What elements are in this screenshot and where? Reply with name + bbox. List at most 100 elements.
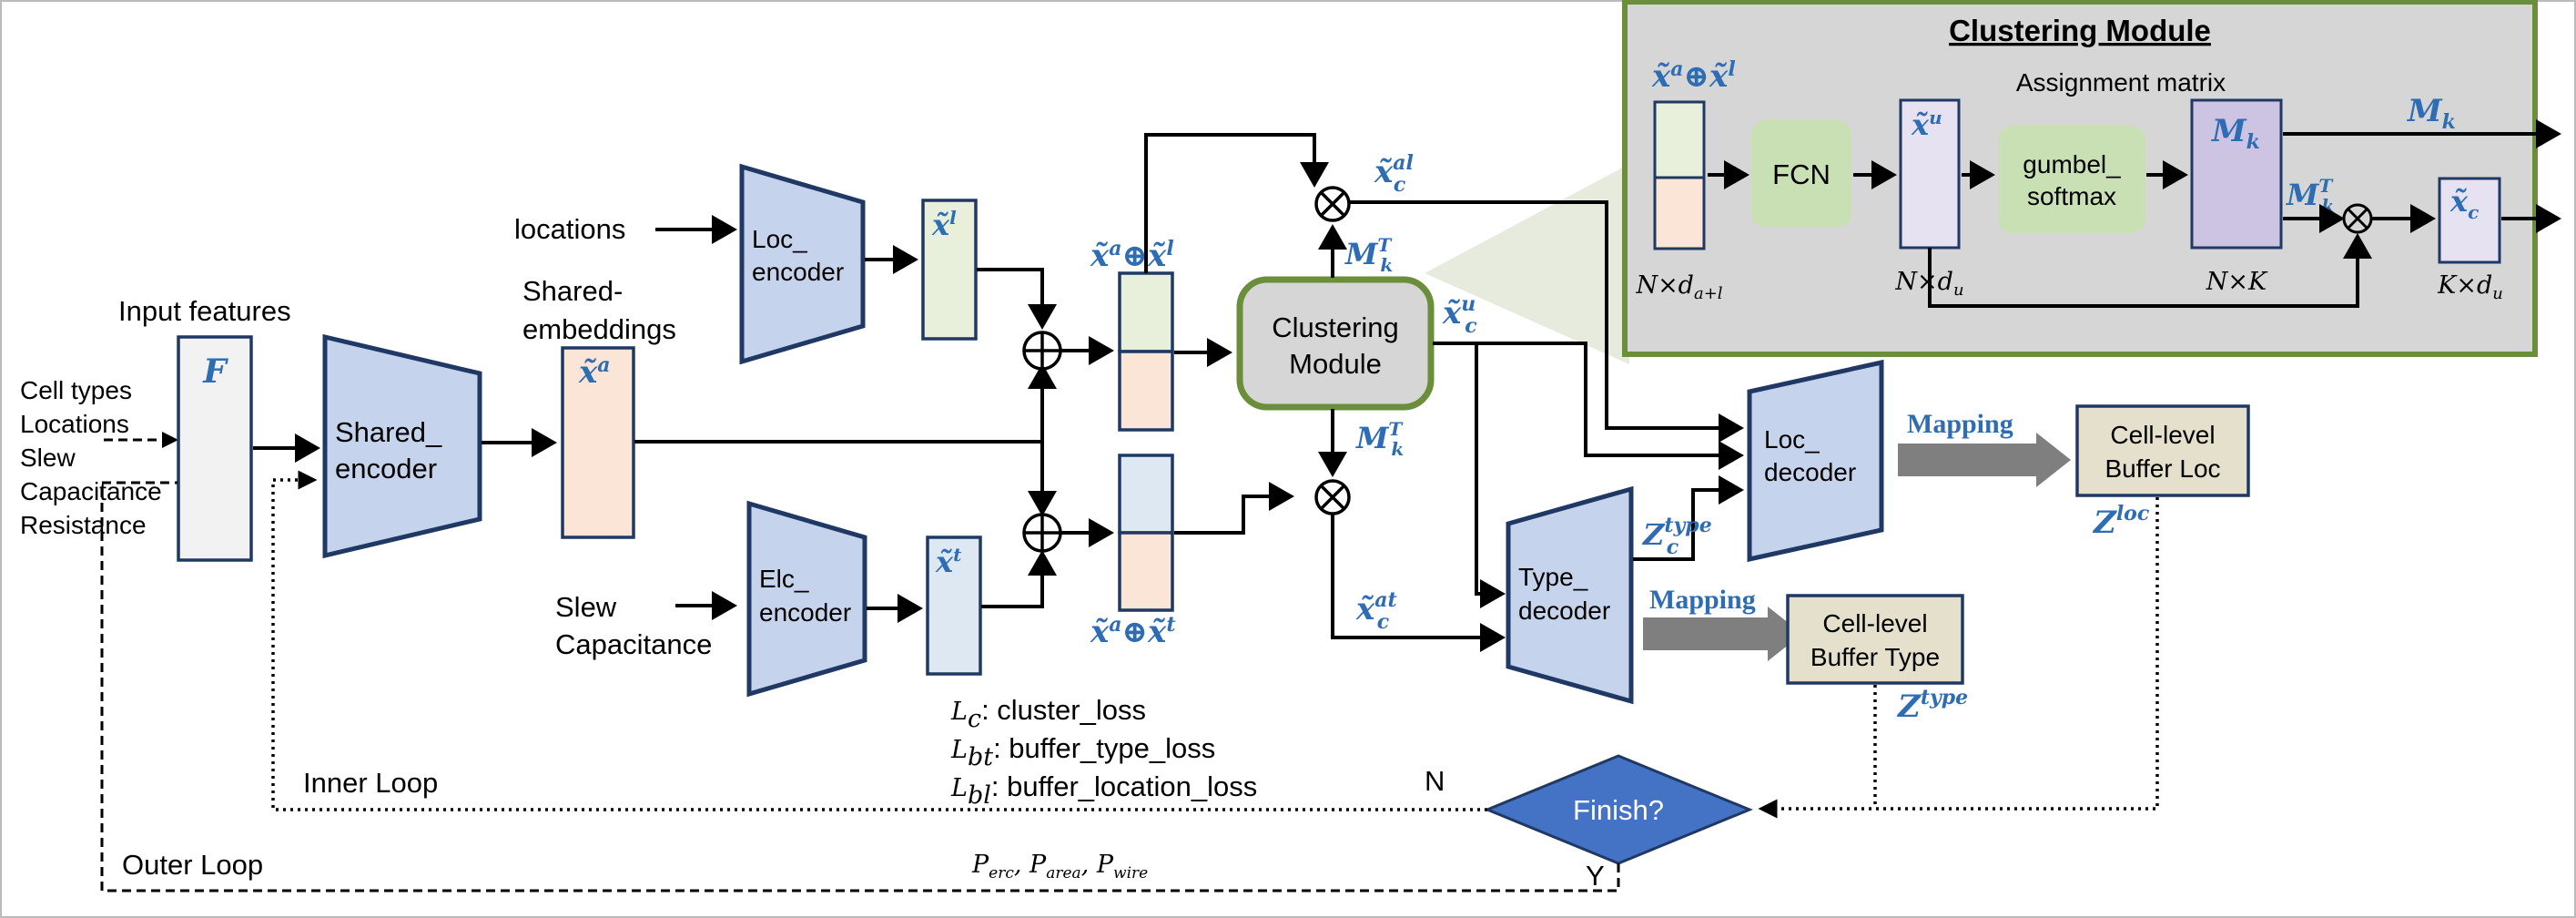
inset-mk-out-symbol: Mk [2407, 93, 2456, 134]
elc-encoder [746, 500, 867, 698]
xa-xt-top [1118, 454, 1174, 535]
F-vector [177, 335, 253, 562]
inset-mk-matrix [2190, 98, 2283, 250]
xa-xl-bottom [1118, 350, 1174, 432]
input-item-locations: Locations [20, 410, 129, 438]
xa-embedding [561, 346, 635, 539]
concat-to-otimes-top [1144, 133, 1329, 273]
inset-xu-to-otimes [1928, 233, 2372, 308]
inset-xc-vector [2438, 177, 2501, 264]
inner-loop-label: Inner Loop [303, 767, 438, 799]
xa-xl-symbol: x̃a⊕x̃l [1090, 237, 1174, 274]
mapping-label-loc: Mapping [1907, 409, 2013, 439]
fcn-box [1751, 120, 1851, 228]
shared-embeddings-label-2: embeddings [522, 313, 676, 345]
shared-encoder-label-2: encoder [335, 453, 437, 484]
xc-at-to-type-decoder [1331, 515, 1506, 652]
loss-cluster: Lc: cluster_loss [950, 694, 1146, 733]
clustering-label-1: Clustering [1272, 311, 1399, 343]
mapping-arrow-type [1643, 607, 1802, 661]
inset-xc-symbol: x̃c [2449, 184, 2479, 223]
xc-u-to-loc-decoder [1433, 342, 1744, 470]
loc-decoder-label-1: Loc_ [1764, 425, 1820, 454]
outer-loop-line [100, 481, 1620, 892]
inner-loop-line [271, 470, 1487, 811]
gumbel-label-2: softmax [2027, 182, 2116, 210]
xt-to-oplus [981, 550, 1057, 608]
inset-input-top [1653, 100, 1706, 179]
buffer-loc-box [2075, 404, 2250, 497]
xl-vector [921, 199, 978, 341]
loc-decoder-label-2: decoder [1764, 458, 1856, 486]
input-item-slew: Slew [20, 444, 76, 472]
clustering-module-inset: Clustering Module Assignment matrix x̃a⊕… [1622, 0, 2561, 357]
input-item-cell-types: Cell types [20, 376, 132, 404]
assignment-matrix-label: Assignment matrix [2016, 68, 2226, 97]
locations-label: locations [514, 213, 625, 245]
xc-u-to-type-decoder [1475, 343, 1506, 608]
otimes-top [1314, 186, 1351, 222]
inset-otimes [2342, 203, 2373, 234]
xa-xt-symbol: x̃a⊕x̃t [1090, 613, 1175, 650]
xa-xl-top [1118, 271, 1174, 353]
shared-encoder [322, 333, 482, 559]
inset-dim-3: N×K [2206, 268, 2268, 296]
type-decoder [1506, 485, 1634, 705]
clustering-label-2: Module [1289, 348, 1382, 380]
xt-vector [926, 536, 982, 676]
zoom-projection [1425, 164, 1629, 364]
elc-encoder-label-2: encoder [759, 598, 851, 627]
inset-input-bottom [1653, 176, 1706, 250]
buffer-type-label-1: Cell-level [1822, 609, 1927, 638]
inset-title: Clustering Module [1949, 14, 2211, 47]
F-symbol: F [202, 352, 228, 391]
buffer-type-box [1786, 594, 1964, 685]
Z-loc-symbol: Zloc [2092, 502, 2150, 541]
zloc-to-finish [1758, 497, 2159, 819]
outer-loop-label: Outer Loop [122, 849, 263, 881]
input-item-capacitance: Capacitance [20, 477, 162, 505]
type-decoder-label-1: Type_ [1518, 563, 1588, 591]
loss-buffer-location: Lbl: buffer_location_loss [950, 770, 1257, 810]
type-decoder-label-2: decoder [1518, 597, 1610, 625]
mapping-arrow-loc [1898, 433, 2071, 487]
inset-xa-xl-symbol: x̃a⊕x̃l [1651, 57, 1736, 95]
finish-label: Finish? [1573, 794, 1664, 826]
n-label: N [1425, 765, 1445, 797]
shared-embeddings-label-1: Shared- [522, 275, 623, 307]
gumbel-label-1: gumbel_ [2023, 150, 2121, 178]
clustering-module [1236, 276, 1435, 411]
input-item-resistance: Resistance [20, 511, 147, 539]
buffer-type-label-2: Buffer Type [1810, 643, 1940, 671]
shared-encoder-label-1: Shared_ [335, 416, 442, 448]
oplus-bottom [1022, 513, 1062, 553]
capacitance-label: Capacitance [555, 628, 712, 660]
mapping-label-type: Mapping [1649, 585, 1756, 615]
oplus-top [1022, 331, 1062, 371]
slew-label: Slew [555, 591, 617, 623]
y-label: Y [1586, 860, 1605, 892]
elc-encoder-label-1: Elc_ [759, 565, 809, 593]
concat-to-otimes-bottom [1174, 482, 1294, 535]
input-features-title: Input features [118, 295, 291, 327]
loc-encoder [739, 163, 866, 365]
buffer-loc-label-2: Buffer Loc [2104, 454, 2220, 483]
xl-to-oplus [977, 268, 1057, 330]
inset-dim-4: K×du [2437, 271, 2503, 303]
buffer-loc-label-1: Cell-level [2110, 421, 2215, 449]
Z-type-symbol: Ztype [1896, 686, 1968, 725]
loc-decoder [1747, 359, 1884, 563]
loss-buffer-type: Lbt: buffer_type_loss [950, 732, 1215, 771]
loc-encoder-label-2: encoder [752, 258, 844, 286]
fcn-label: FCN [1772, 158, 1831, 190]
xc-al-to-loc-decoder [1350, 200, 1744, 443]
otimes-bottom [1314, 479, 1351, 515]
penalties-label: Perc, Parea, Pwire [971, 851, 1148, 882]
